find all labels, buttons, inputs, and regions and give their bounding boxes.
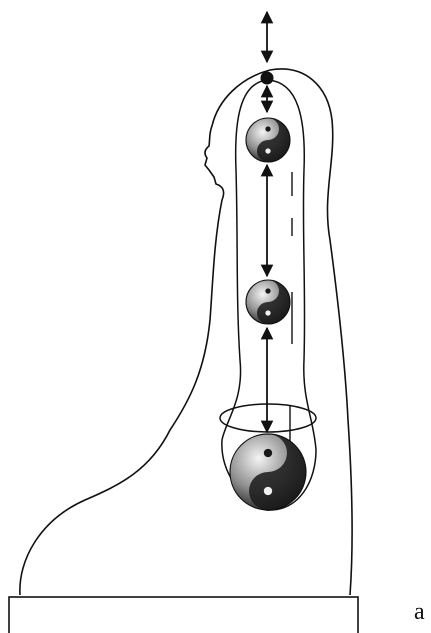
panel-label: a (414, 600, 425, 624)
yin-yang-icon (230, 434, 306, 510)
lower-bowl-rim (220, 404, 316, 432)
yin-yang-icon (246, 118, 290, 162)
seat-base (9, 597, 358, 633)
body-outline (20, 69, 352, 595)
crown-point-icon (261, 72, 274, 85)
yin-yang-icon (246, 280, 290, 324)
